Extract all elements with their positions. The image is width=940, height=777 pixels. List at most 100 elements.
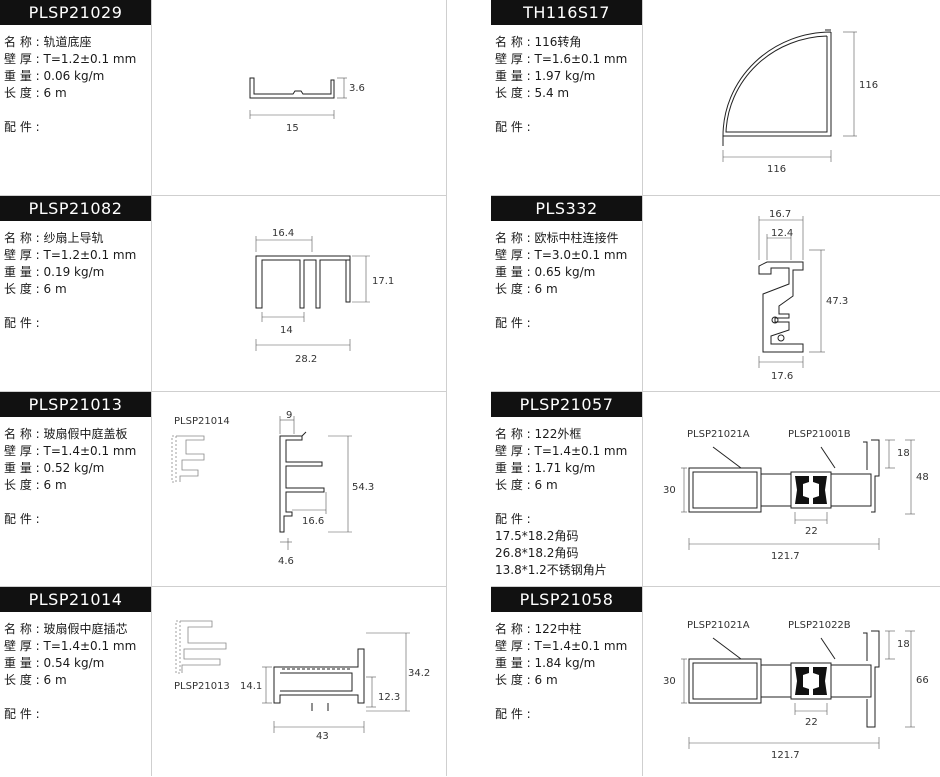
product-card: PLSP21058 名 称 : 122中柱 壁 厚 : T=1.4±0.1 mm…: [491, 586, 940, 776]
spec-weight: 1.84 kg/m: [534, 656, 596, 670]
dimension-label: 9: [286, 410, 292, 421]
spec-name: 纱扇上导轨: [43, 231, 104, 245]
spec-fittings: 配 件 :: [495, 120, 531, 134]
dimension-label: 30: [663, 676, 676, 687]
spec-weight: 0.54 kg/m: [43, 656, 105, 670]
spec-name: 122中柱: [534, 622, 582, 636]
spec-length: 6 m: [43, 86, 67, 100]
spec-weight: 0.52 kg/m: [43, 461, 105, 475]
spec-name: 玻扇假中庭插芯: [43, 622, 128, 636]
dimension-label: 18: [897, 639, 910, 650]
dimension-label: 16.7: [769, 209, 791, 220]
spec-fittings: 配 件 :: [4, 512, 40, 526]
spec-weight: 1.97 kg/m: [534, 69, 596, 83]
spec-fittings: 配 件 :: [495, 707, 531, 721]
spec-name: 116转角: [534, 35, 582, 49]
dimension-label: 3.6: [349, 83, 365, 94]
dimension-label: 116: [767, 164, 786, 175]
spec-name: 欧标中柱连接件: [534, 231, 619, 245]
reference-label: PLSP21001B: [788, 429, 851, 440]
spec-list: 名 称 : 玻扇假中庭插芯 壁 厚 : T=1.4±0.1 mm 重 量 : 0…: [4, 622, 137, 721]
spec-wall: T=1.4±0.1 mm: [534, 639, 628, 653]
spec-list: 名 称 : 122中柱 壁 厚 : T=1.4±0.1 mm 重 量 : 1.8…: [495, 622, 628, 721]
fitting-item: 17.5*18.2角码: [495, 529, 579, 543]
spec-length: 6 m: [534, 478, 558, 492]
spec-fittings: 配 件 :: [495, 316, 531, 330]
spec-length: 6 m: [43, 282, 67, 296]
spec-wall: T=1.6±0.1 mm: [534, 52, 628, 66]
spec-list: 名 称 : 纱扇上导轨 壁 厚 : T=1.2±0.1 mm 重 量 : 0.1…: [4, 231, 137, 330]
spec-wall: T=1.4±0.1 mm: [43, 639, 137, 653]
product-card: TH116S17 名 称 : 116转角 壁 厚 : T=1.6±0.1 mm …: [491, 0, 940, 195]
spec-list: 名 称 : 116转角 壁 厚 : T=1.6±0.1 mm 重 量 : 1.9…: [495, 35, 628, 134]
reference-label: PLSP21014: [174, 416, 230, 427]
spec-wall: T=1.2±0.1 mm: [43, 52, 137, 66]
divider-right: [642, 0, 643, 776]
dimension-label: 121.7: [771, 750, 800, 761]
dimension-label: 16.4: [272, 228, 294, 239]
dimension-label: 43: [316, 731, 329, 742]
spec-fittings: 配 件 :: [495, 512, 531, 526]
spec-length: 5.4 m: [534, 86, 570, 100]
dimension-label: 4.6: [278, 556, 294, 567]
dimension-label: 22: [805, 526, 818, 537]
spec-fittings: 配 件 :: [4, 120, 40, 134]
profile-drawing: PLSP21021A PLSP21001B: [643, 392, 940, 587]
reference-label: PLSP21013: [174, 681, 230, 692]
product-code: PLS332: [491, 196, 642, 221]
dimension-label: 14.1: [240, 681, 262, 692]
spec-length: 6 m: [43, 673, 67, 687]
dimension-label: 17.1: [372, 276, 394, 287]
product-card: PLSP21029 名 称 : 轨道底座 壁 厚 : T=1.2±0.1 mm …: [0, 0, 446, 195]
profile-drawing: PLSP21021A PLSP21022B: [643, 587, 940, 777]
reference-label: PLSP21021A: [687, 620, 750, 631]
reference-label: PLSP21021A: [687, 429, 750, 440]
product-code: PLSP21058: [491, 587, 642, 612]
dimension-label: 14: [280, 325, 293, 336]
dimension-label: 54.3: [352, 482, 374, 493]
dimension-label: 34.2: [408, 668, 430, 679]
product-card: PLS332 名 称 : 欧标中柱连接件 壁 厚 : T=3.0±0.1 mm …: [491, 195, 940, 391]
spec-name: 轨道底座: [43, 35, 92, 49]
dimension-label: 15: [286, 123, 299, 134]
product-card: PLSP21057 名 称 : 122外框 壁 厚 : T=1.4±0.1 mm…: [491, 391, 940, 586]
spec-list: 名 称 : 122外框 壁 厚 : T=1.4±0.1 mm 重 量 : 1.7…: [495, 427, 628, 577]
product-card: PLSP21082 名 称 : 纱扇上导轨 壁 厚 : T=1.2±0.1 mm…: [0, 195, 446, 391]
product-code: PLSP21014: [0, 587, 151, 612]
spec-name: 玻扇假中庭盖板: [43, 427, 128, 441]
dimension-label: 12.3: [378, 692, 400, 703]
spec-weight: 1.71 kg/m: [534, 461, 596, 475]
profile-drawing: PLSP21013 34.2 14.1 12.3 43: [152, 587, 446, 777]
product-code: PLSP21013: [0, 392, 151, 417]
spec-wall: T=3.0±0.1 mm: [534, 248, 628, 262]
product-card: PLSP21013 名 称 : 玻扇假中庭盖板 壁 厚 : T=1.4±0.1 …: [0, 391, 446, 586]
product-card: PLSP21014 名 称 : 玻扇假中庭插芯 壁 厚 : T=1.4±0.1 …: [0, 586, 446, 776]
dimension-label: 121.7: [771, 551, 800, 562]
dimension-label: 116: [859, 80, 878, 91]
fitting-item: 26.8*18.2角码: [495, 546, 579, 560]
spec-list: 名 称 : 轨道底座 壁 厚 : T=1.2±0.1 mm 重 量 : 0.06…: [4, 35, 137, 134]
spec-weight: 0.06 kg/m: [43, 69, 105, 83]
dimension-label: 12.4: [771, 228, 793, 239]
profile-drawing: 116 116: [643, 0, 940, 195]
profile-drawing: PLSP21014 9 54.3 16.6: [152, 392, 446, 587]
spec-list: 名 称 : 玻扇假中庭盖板 壁 厚 : T=1.4±0.1 mm 重 量 : 0…: [4, 427, 137, 526]
spec-weight: 0.65 kg/m: [534, 265, 596, 279]
dimension-label: 66: [916, 675, 929, 686]
profile-drawing: 16.4 17.1 14 28.2: [152, 196, 446, 392]
spec-length: 6 m: [43, 478, 67, 492]
dimension-label: 17.6: [771, 371, 793, 382]
product-code: TH116S17: [491, 0, 642, 25]
dimension-label: 18: [897, 448, 910, 459]
spec-length: 6 m: [534, 673, 558, 687]
spec-list: 名 称 : 欧标中柱连接件 壁 厚 : T=3.0±0.1 mm 重 量 : 0…: [495, 231, 628, 330]
dimension-label: 48: [916, 472, 929, 483]
product-code: PLSP21029: [0, 0, 151, 25]
fitting-item: 13.8*1.2不锈钢角片: [495, 563, 607, 577]
spec-weight: 0.19 kg/m: [43, 265, 105, 279]
profile-drawing: 3.6 15: [152, 0, 446, 195]
product-code: PLSP21057: [491, 392, 642, 417]
dimension-label: 30: [663, 485, 676, 496]
reference-label: PLSP21022B: [788, 620, 851, 631]
product-code: PLSP21082: [0, 196, 151, 221]
